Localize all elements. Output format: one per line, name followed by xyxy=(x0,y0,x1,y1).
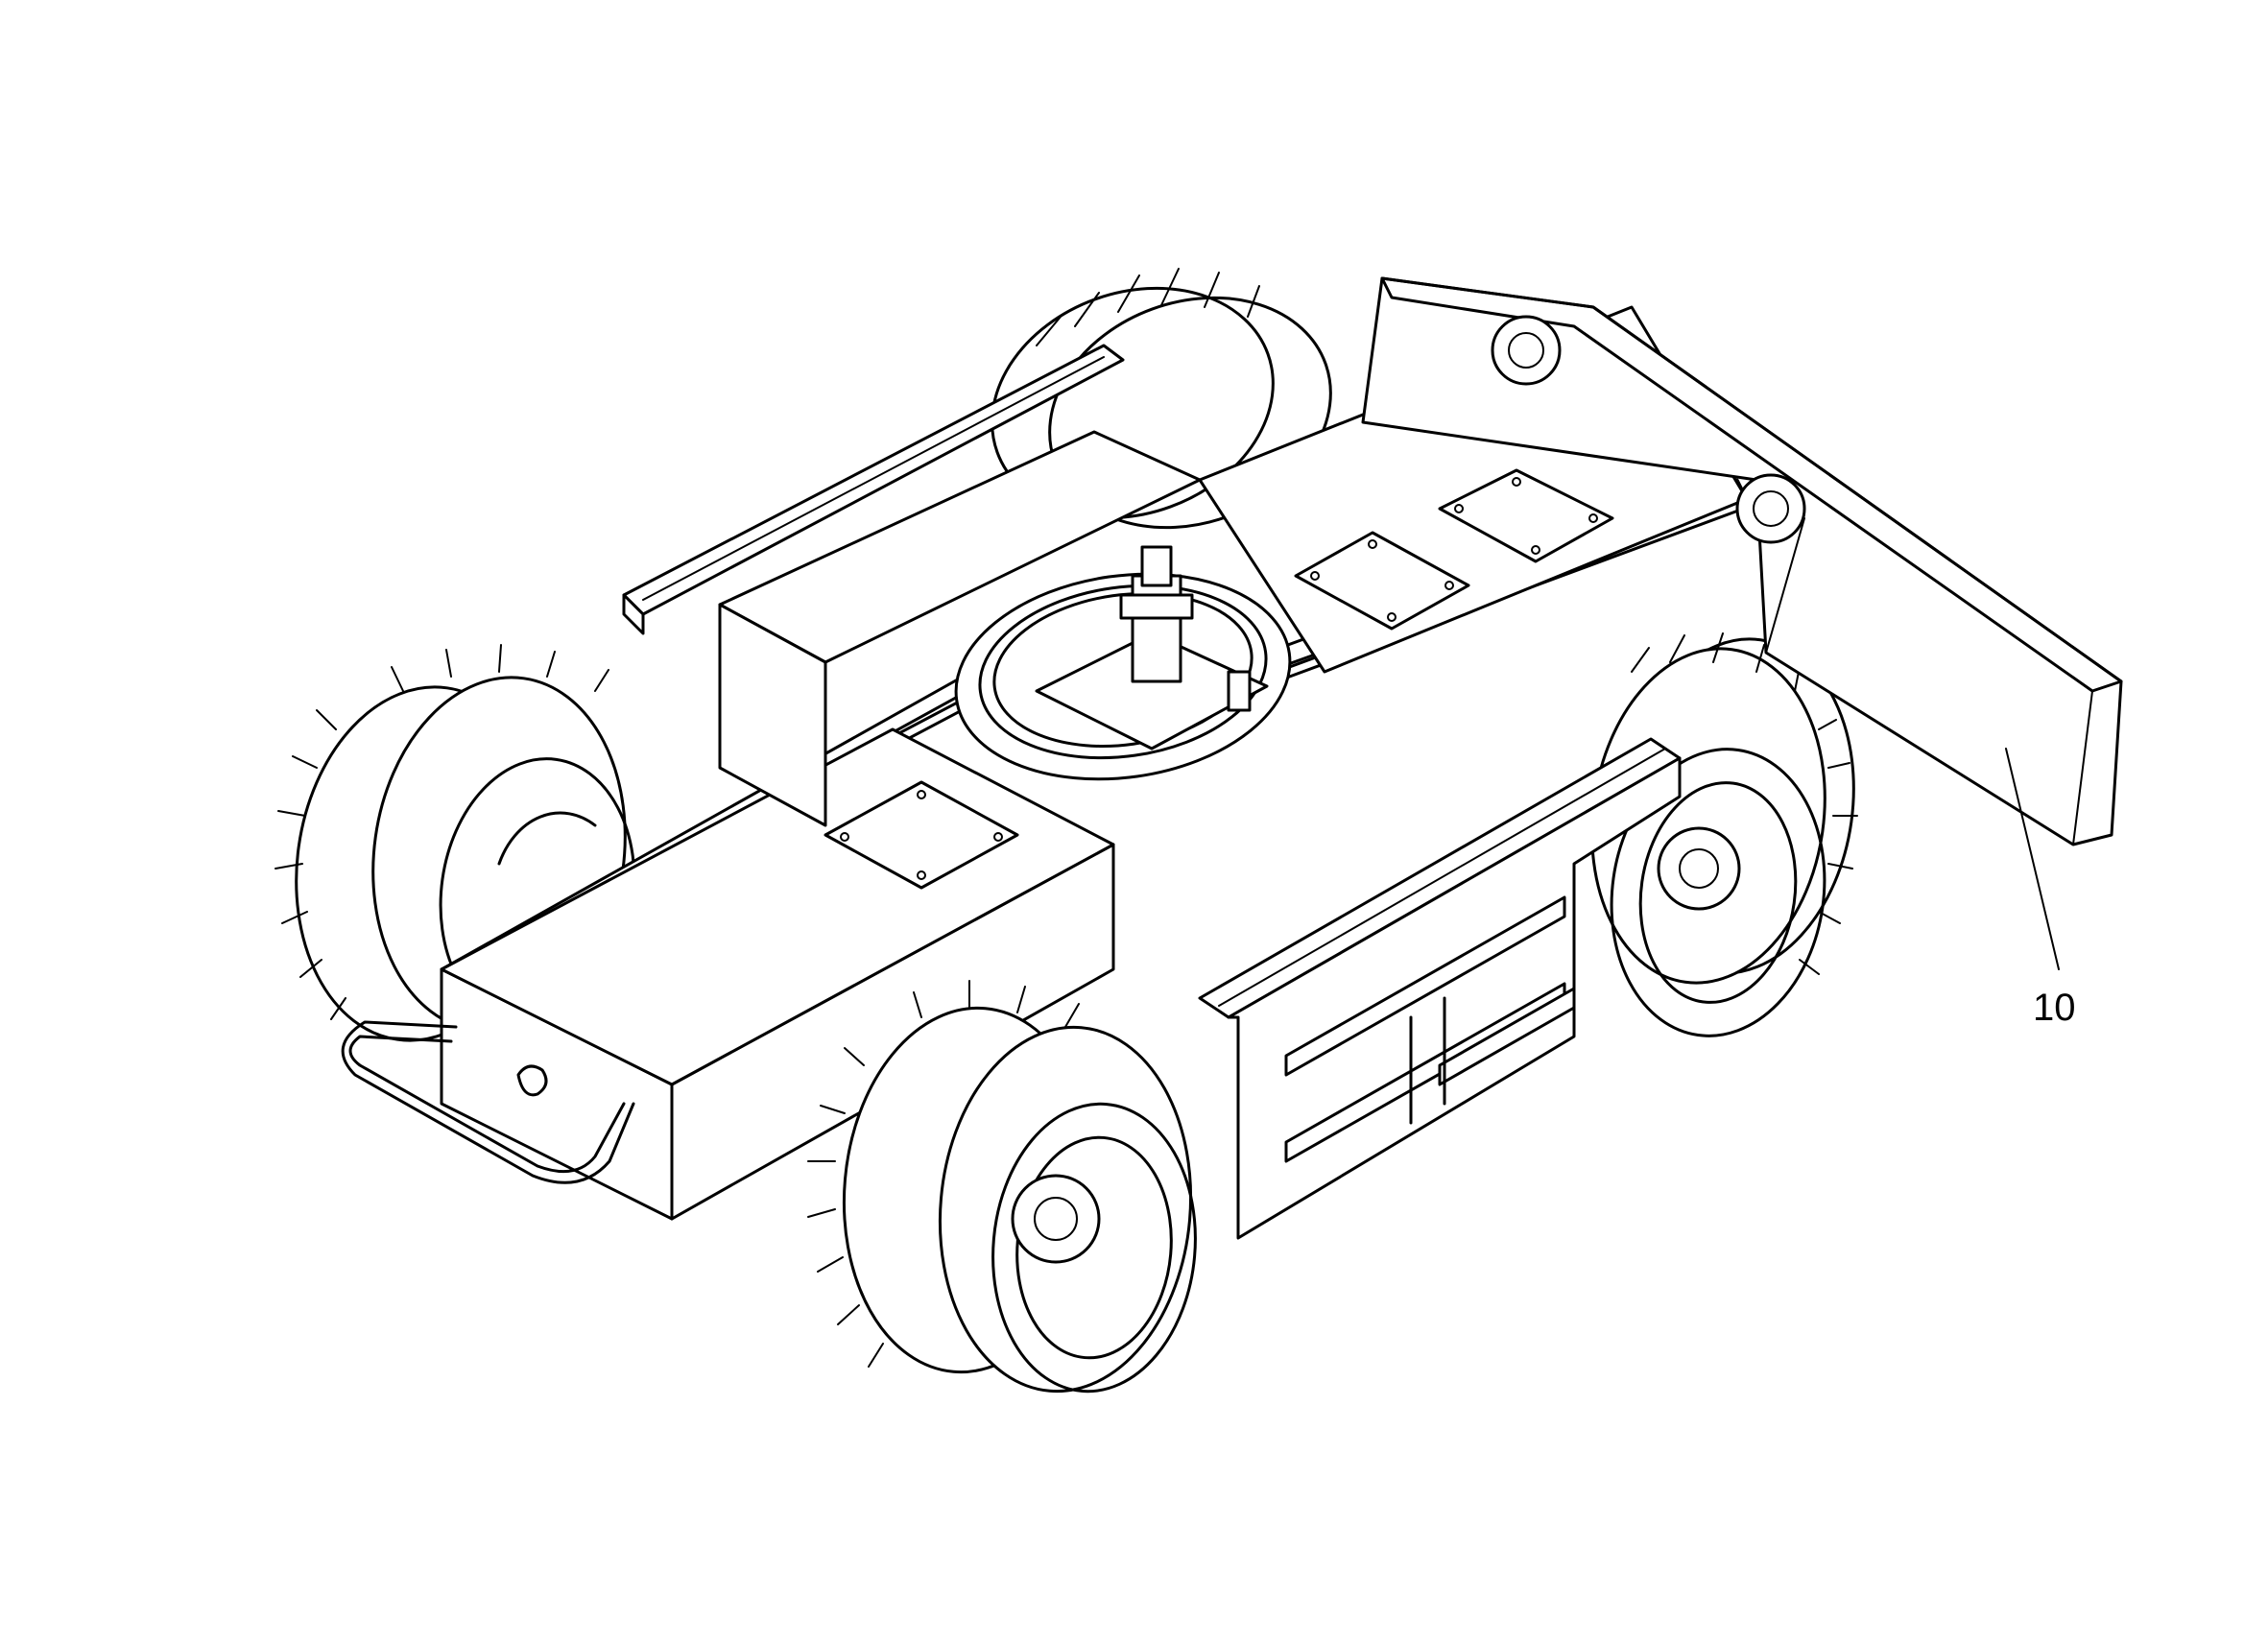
step-platform-rear-left xyxy=(622,344,1125,635)
callout-label-10: 10 xyxy=(2033,987,2076,1029)
dozer-blade xyxy=(1361,276,2123,846)
callout-leader-10 xyxy=(2005,748,2060,970)
front-grab-handle xyxy=(341,1020,635,1184)
main-frame xyxy=(440,305,1758,1221)
tyre-front-right xyxy=(807,980,1197,1394)
slewing-ring xyxy=(954,545,1292,781)
step-ladder-front-right xyxy=(1198,737,1682,1240)
